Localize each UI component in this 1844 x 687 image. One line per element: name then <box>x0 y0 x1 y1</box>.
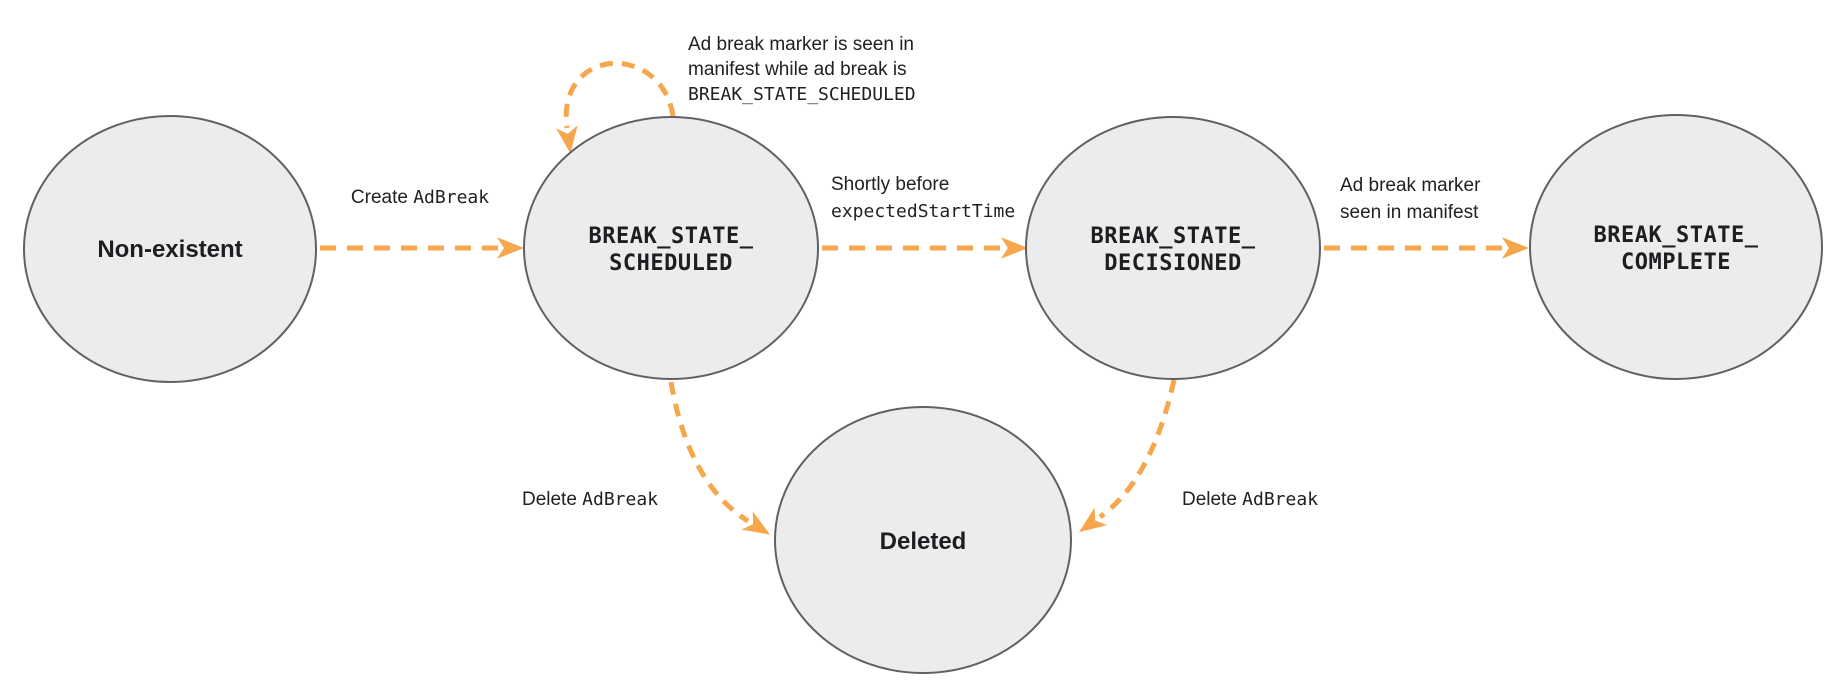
self-loop-label-line3: BREAK_STATE_SCHEDULED <box>688 84 916 105</box>
marker-seen-label-line1: Ad break marker <box>1340 175 1481 196</box>
shortly-before-label-line1: Shortly before <box>831 174 949 195</box>
state-break-state-scheduled: BREAK_STATE_ SCHEDULED <box>523 116 819 380</box>
state-circle-complete <box>1529 114 1823 380</box>
state-label-non-existent: Non-existent <box>97 236 242 263</box>
delete-left-arrow <box>668 381 770 535</box>
state-circle-scheduled <box>523 116 819 380</box>
state-break-state-complete: BREAK_STATE_ COMPLETE <box>1529 114 1823 380</box>
create-adbreak-label: Create AdBreak <box>351 187 489 208</box>
delete-right-arrow <box>1079 379 1177 533</box>
state-label-complete-line2: COMPLETE <box>1621 250 1731 275</box>
state-circle-deleted <box>774 406 1072 674</box>
transition-delete-from-scheduled: Delete AdBreak <box>522 381 770 535</box>
state-label-scheduled-line2: SCHEDULED <box>609 251 733 276</box>
state-circle-decisioned <box>1025 116 1321 380</box>
state-label-decisioned-line2: DECISIONED <box>1104 251 1241 276</box>
state-break-state-decisioned: BREAK_STATE_ DECISIONED <box>1025 116 1321 380</box>
delete-left-label: Delete AdBreak <box>522 489 658 510</box>
state-circle-non-existent <box>23 115 317 383</box>
transition-self-loop-scheduled: Ad break marker is seen in manifest whil… <box>556 34 916 154</box>
self-loop-label-line2: manifest while ad break is <box>688 59 907 80</box>
self-loop-label-line1: Ad break marker is seen in <box>688 34 914 55</box>
delete-right-label: Delete AdBreak <box>1182 489 1318 510</box>
transition-delete-from-decisioned: Delete AdBreak <box>1079 379 1318 533</box>
self-loop-arrow <box>556 60 676 154</box>
transition-marker-seen: Ad break marker seen in manifest <box>1324 175 1529 259</box>
state-label-deleted: Deleted <box>880 528 967 555</box>
state-deleted: Deleted <box>774 406 1072 674</box>
state-label-decisioned-line1: BREAK_STATE_ <box>1091 224 1256 249</box>
marker-seen-label-line2: seen in manifest <box>1340 202 1479 223</box>
state-label-complete-line1: BREAK_STATE_ <box>1594 223 1759 248</box>
state-non-existent: Non-existent <box>23 115 317 383</box>
transition-shortly-before: Shortly before expectedStartTime <box>822 174 1028 259</box>
state-label-scheduled-line1: BREAK_STATE_ <box>589 224 754 249</box>
transition-create-adbreak: Create AdBreak <box>320 187 524 259</box>
shortly-before-label-line2: expectedStartTime <box>831 201 1015 222</box>
